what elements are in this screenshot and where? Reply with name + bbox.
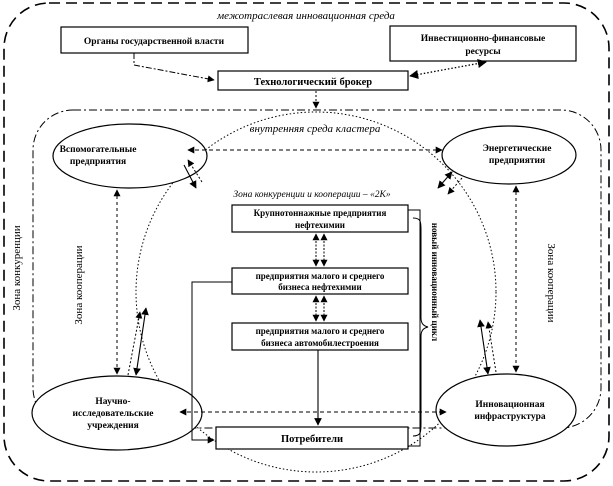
- competition-zone-label: Зона конкуренции и кооперации – «2К»: [233, 190, 390, 200]
- research-label-1: Научно-: [95, 397, 130, 407]
- large-label-1: Крупнотоннажные предприятия: [254, 208, 387, 218]
- innovation-zone-arrow: [477, 319, 491, 375]
- government-label: Органы государственной власти: [84, 36, 225, 47]
- auxiliary-zone-arrow-2: [187, 159, 203, 183]
- investment-box: [389, 25, 577, 62]
- auto-label-2: бизнеса автомобилестроения: [261, 338, 379, 348]
- broker-label: Технологический брокер: [254, 77, 372, 88]
- innovation-label-2: инфраструктура: [474, 411, 546, 422]
- innovation-cycle-bracket: [408, 209, 421, 447]
- research-zone-arrow-2: [127, 311, 143, 376]
- energy-label-1: Энергетические: [482, 144, 551, 154]
- inner-environment-label: внутренняя среда кластера: [250, 123, 381, 135]
- government-to-broker-arrow: [133, 53, 215, 83]
- auxiliary-zone-arrow: [183, 164, 197, 189]
- outer-environment-label: межотраслевая инновационная среда: [216, 10, 395, 22]
- auto-sme-box: [231, 322, 409, 351]
- investment-label-2: ресурсы: [465, 47, 501, 57]
- broker-box: [217, 70, 409, 91]
- large-label-2: нефтехимии: [295, 220, 345, 230]
- auto-label-1: предприятия малого и среднего: [256, 326, 385, 336]
- energy-zone-arrow: [437, 171, 453, 189]
- auxiliary-label-1: Вспомогательные: [60, 145, 137, 155]
- large-enterprises-box: [231, 204, 409, 233]
- petrochem-label-2: бизнеса нефтехимии: [278, 282, 361, 292]
- innovation-cycle-brace: [412, 217, 429, 437]
- left-zone-label: Зона кооперации: [73, 245, 85, 324]
- consumers-box: [215, 426, 409, 450]
- innovation-cycle-label: новый инновационный цикл: [430, 223, 440, 341]
- government-box: [60, 26, 249, 54]
- energy-enterprises-ellipse: [441, 125, 577, 185]
- innovation-label-1: Инновационная: [475, 400, 544, 410]
- petrochem-sme-box: [231, 267, 409, 295]
- left-outer-zone-label: Зона конкуренции: [11, 225, 23, 310]
- right-zone-label: Зона кооперации: [545, 243, 557, 322]
- energy-label-2: предприятия: [489, 156, 545, 166]
- outer-environment-border: [3, 2, 610, 482]
- innovation-infrastructure-ellipse: [435, 373, 577, 447]
- petrochem-label-1: предприятия малого и среднего: [256, 271, 385, 281]
- auxiliary-label-2: предприятия: [70, 157, 126, 167]
- investment-label-1: Инвестиционно-финансовые: [421, 33, 545, 44]
- petro-to-consumers-line: [191, 281, 232, 444]
- inner-label-mask: [232, 121, 398, 136]
- competition-zone-circle: [135, 111, 497, 473]
- research-label-2: исследовательские: [73, 409, 154, 419]
- energy-zone-arrow-2: [447, 177, 463, 195]
- research-label-3: учреждения: [87, 421, 139, 431]
- innovation-zone-arrow-2: [485, 321, 497, 373]
- auxiliary-enterprises-ellipse: [52, 123, 208, 189]
- broker-investment-arrow: [409, 59, 487, 79]
- research-zone-arrow: [133, 307, 149, 376]
- consumers-label: Потребители: [281, 434, 343, 445]
